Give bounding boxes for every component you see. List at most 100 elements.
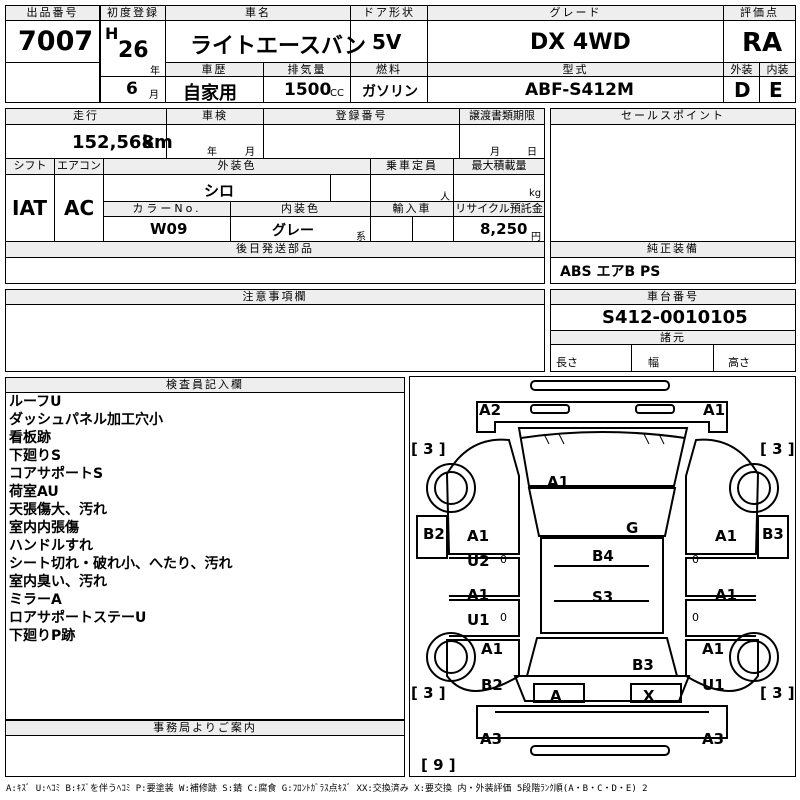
chassis-number: S412-0010105 xyxy=(602,307,748,328)
tire-front-right: [ 3 ] xyxy=(760,440,795,458)
mark-left-rear-door-zero: 0 xyxy=(500,611,507,624)
mark-right-quarter-u: U1 xyxy=(702,676,725,694)
shift-header: シフト xyxy=(5,158,55,175)
mark-rear-bumper-left: A3 xyxy=(480,730,503,748)
grade: DX 4WD xyxy=(530,30,631,55)
max-load-header: 最大積載量 xyxy=(453,158,545,175)
mark-left-rear-door-u: U1 xyxy=(467,611,490,629)
capacity-header: 乗車定員 xyxy=(370,158,454,175)
lot-number-header: 出品番号 xyxy=(5,5,100,21)
lot-blank-cell xyxy=(5,62,100,103)
inspector-note: ダッシュパネル加工穴小 xyxy=(9,412,163,428)
import-cell-a xyxy=(370,216,413,242)
mark-left-quarter-a: A1 xyxy=(481,640,504,658)
mark-roof: B4 xyxy=(592,547,614,565)
color-number: W09 xyxy=(150,220,188,238)
model-code: ABF-S412M xyxy=(525,80,634,100)
score-header: 評価点 xyxy=(723,5,796,21)
interior-color: グレー xyxy=(272,223,314,239)
exterior-grade: D xyxy=(734,78,751,102)
lot-number: 7007 xyxy=(18,26,94,57)
specs-header: 諸元 xyxy=(550,330,796,345)
mileage-unit: km xyxy=(142,132,173,153)
notice-header: 注意事項欄 xyxy=(5,289,545,305)
length-label: 長さ xyxy=(556,356,578,369)
height-cell xyxy=(713,344,796,372)
mark-left-front-door-zero: 0 xyxy=(500,553,507,566)
mark-right-quarter-a: A1 xyxy=(702,640,725,658)
recycle-fee: 8,250 xyxy=(480,220,528,238)
mark-left-front-door-a: A1 xyxy=(467,527,490,545)
office-notice-header: 事務局よりご案内 xyxy=(5,720,405,736)
score: RA xyxy=(742,28,783,58)
interior-color-header: 内装色 xyxy=(230,201,371,217)
inspector-note: 下廻りS xyxy=(9,448,62,464)
registration-year: 26 xyxy=(118,38,149,63)
equipment-header: 純正装備 xyxy=(550,241,796,258)
exterior-color-extra-cell xyxy=(330,174,371,202)
inspector-note: 荷室AU xyxy=(9,484,59,500)
inspector-note: シート切れ・破れ小、へたり、汚れ xyxy=(9,556,233,572)
month-unit: 月 xyxy=(149,90,159,101)
tire-rear-right: [ 3 ] xyxy=(760,684,795,702)
mileage-header: 走行 xyxy=(5,108,167,125)
inspector-note: ミラーA xyxy=(9,592,62,608)
transfer-deadline-header: 譲渡書類期限 xyxy=(459,108,545,125)
inspector-note: コアサポートS xyxy=(9,466,104,482)
mark-left-front-door-u: U2 xyxy=(467,552,490,570)
door-header: ドア形状 xyxy=(350,5,428,21)
chassis-number-header: 車台番号 xyxy=(550,289,796,305)
spare-tire: [ 9 ] xyxy=(421,756,456,774)
capacity-unit: 人 xyxy=(440,192,450,203)
sales-point-header: セールスポイント xyxy=(550,108,796,125)
mark-rear-bumper-right: A3 xyxy=(702,730,725,748)
aircon-header: エアコン xyxy=(54,158,104,175)
mark-left-quarter-b: B2 xyxy=(481,676,503,694)
tire-rear-left: [ 3 ] xyxy=(411,684,446,702)
displacement-unit: CC xyxy=(330,88,344,99)
mark-windshield: G xyxy=(626,519,639,537)
equipment-cell xyxy=(550,257,796,284)
inspector-note: 看板跡 xyxy=(9,430,51,446)
displacement: 1500 xyxy=(284,80,332,100)
exterior-color-header: 外装色 xyxy=(103,158,371,175)
inspector-note: 下廻りP跡 xyxy=(9,628,76,644)
mark-right-rear-door: A1 xyxy=(715,586,738,604)
mark-right-front-door: A1 xyxy=(715,527,738,545)
mark-roof-rust: S3 xyxy=(592,588,614,606)
mark-left-rear-door-a: A1 xyxy=(467,586,490,604)
interior-color-suffix: 系 xyxy=(356,232,366,243)
car-diagram xyxy=(416,380,789,756)
registration-number-cell xyxy=(263,124,460,159)
exterior-grade-header: 外装 xyxy=(723,62,760,77)
year-unit: 年 xyxy=(150,66,160,77)
car-name-header: 車名 xyxy=(165,5,351,21)
displacement-header: 排気量 xyxy=(263,62,351,77)
mark-hood: A1 xyxy=(547,473,570,491)
car-diagram-frame xyxy=(409,376,796,777)
later-parts-cell xyxy=(5,257,545,284)
car-name: ライトエースバン xyxy=(190,34,367,59)
mark-lamp-right: X xyxy=(643,687,655,705)
mark-right-front-door-zero: 0 xyxy=(692,553,699,566)
inspector-note: ハンドルすれ xyxy=(9,538,93,554)
recycle-unit: 円 xyxy=(531,232,541,243)
registration-number-header: 登録番号 xyxy=(263,108,460,125)
equipment: ABS エアB PS xyxy=(560,264,661,280)
exterior-color: シロ xyxy=(204,182,235,200)
mark-front-bumper-left: A2 xyxy=(479,401,502,419)
transfer-month-unit: 月 xyxy=(490,147,500,158)
history: 自家用 xyxy=(183,83,237,104)
registration-month: 6 xyxy=(126,79,138,99)
max-load-unit: kg xyxy=(529,188,542,199)
sales-point-cell xyxy=(550,124,796,242)
inspector-notes-cell xyxy=(5,392,405,720)
fuel: ガソリン xyxy=(362,84,418,100)
history-header: 車歴 xyxy=(165,62,264,77)
width-label: 幅 xyxy=(648,356,659,369)
transfer-day-unit: 日 xyxy=(527,147,537,158)
mark-left-front-fender: B2 xyxy=(423,525,445,543)
import-cell-b xyxy=(412,216,454,242)
model-header: 型式 xyxy=(427,62,724,77)
